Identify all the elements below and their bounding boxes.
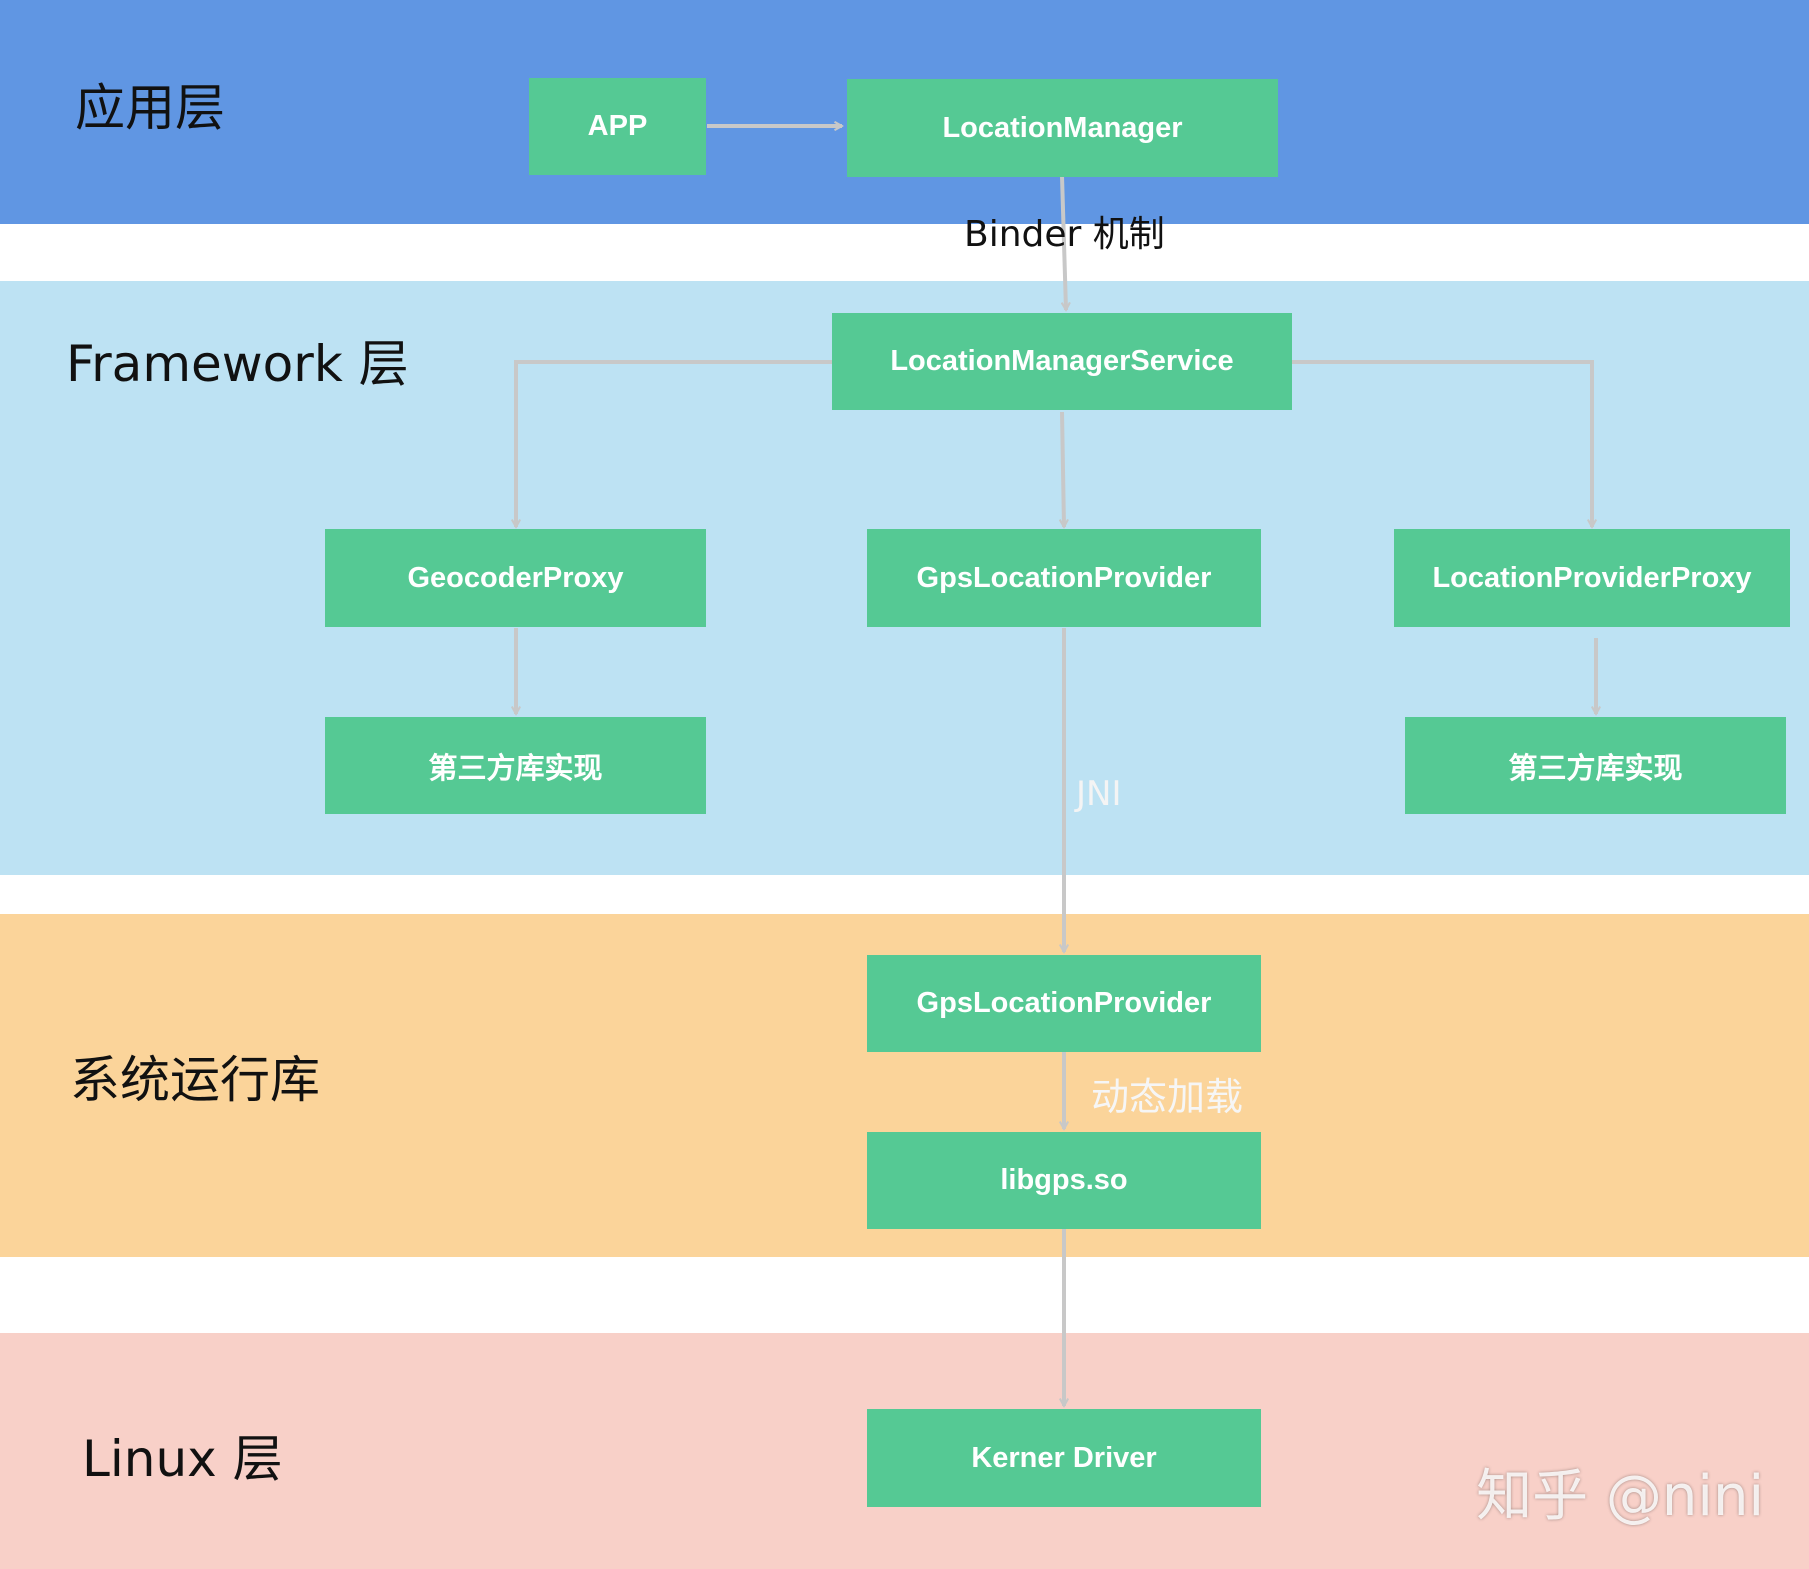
edge-label-dynamic-load: 动态加载 xyxy=(1091,1075,1244,1119)
edge-label-binder: Binder 机制 xyxy=(964,214,1165,255)
node-kernel-driver: Kerner Driver xyxy=(867,1409,1261,1507)
node-location-manager-service: LocationManagerService xyxy=(832,313,1292,410)
node-geocoder-proxy: GeocoderProxy xyxy=(325,529,706,627)
node-app: APP xyxy=(529,78,706,175)
linux-layer-label: Linux 层 xyxy=(82,1430,283,1488)
node-third-party-right: 第三方库实现 xyxy=(1405,717,1786,814)
framework-layer-label: Framework 层 xyxy=(66,335,409,393)
node-third-party-left: 第三方库实现 xyxy=(325,717,706,814)
app-layer-label: 应用层 xyxy=(75,79,225,137)
edge-label-jni: JNI xyxy=(1076,774,1122,814)
runtime-layer-label: 系统运行库 xyxy=(70,1051,320,1109)
node-gps-location-provider-native: GpsLocationProvider xyxy=(867,955,1261,1052)
node-gps-location-provider: GpsLocationProvider xyxy=(867,529,1261,627)
node-location-manager: LocationManager xyxy=(847,79,1278,177)
watermark: 知乎 @nini xyxy=(1476,1464,1764,1529)
node-location-provider-proxy: LocationProviderProxy xyxy=(1394,529,1790,627)
node-libgps: libgps.so xyxy=(867,1132,1261,1229)
